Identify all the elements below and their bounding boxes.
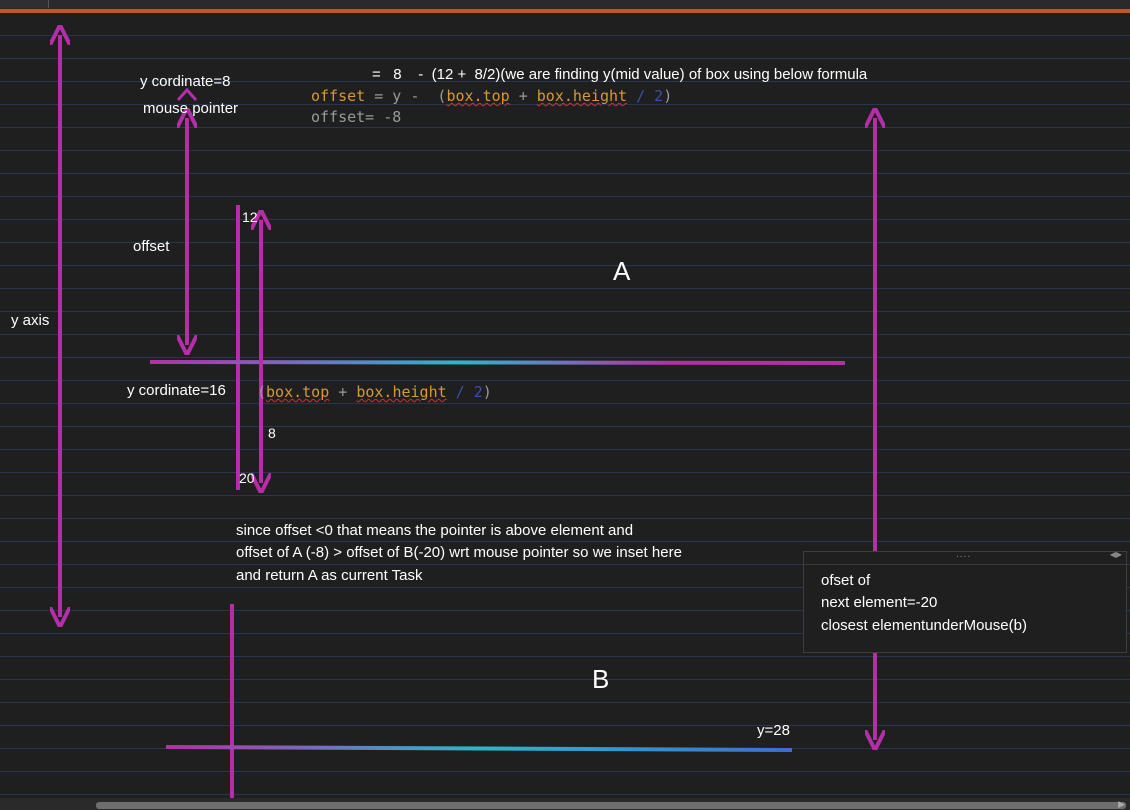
explanation-line-1: since offset <0 that means the pointer i… [236,522,634,539]
box-a-top-value: 12 [242,209,258,225]
note-panel-line-2: next element=-20 [821,594,938,611]
box-a-midline [149,360,846,365]
mouse-pointer-caret [176,87,198,102]
offset-result: offset= -8 [311,108,402,126]
code-offset-word: offset [311,87,366,105]
code-div-2: / 2 [627,87,664,105]
box-a [236,203,753,492]
box-b-line [165,745,793,752]
scrollbar-thumb[interactable] [96,802,1126,809]
y28-label: y=28 [757,722,790,739]
note-panel-line-1: ofset of [821,572,871,589]
box-a-height-value: 8 [268,425,276,441]
title-bar [0,0,1130,13]
title-accent-line [0,9,1130,13]
code-eq-y: = y - [365,87,429,105]
explanation-line-3: and return A as current Task [236,567,423,584]
explanation-line-2: offset of A (-8) > offset of B(-20) wrt … [236,544,682,561]
mid-plus: + [329,383,357,401]
y-coordinate-mid-label: y cordinate=16 [127,382,226,399]
box-b-label: B [592,664,610,694]
box-b [230,602,746,798]
y-axis-label: y axis [11,312,50,329]
code-plus: + [509,87,537,105]
mid-box-top: box.top [266,383,330,401]
offset-formula-code: offset = y - (box.top + box.height / 2) [311,87,672,105]
mid-open-paren: ( [257,383,267,401]
formula-equation-prefix: = 8 - (12 + 8/2) [372,66,501,83]
y-coordinate-mouse-label: y cordinate=8 [140,73,231,90]
mid-formula-code: (box.top + box.height / 2) [257,383,492,401]
drag-handle-icon[interactable]: .... [956,549,972,560]
mid-div-2: / 2 [446,383,483,401]
code-open-paren: ( [428,87,447,105]
horizontal-scrollbar[interactable]: ▶ [0,798,1130,810]
offset-label: offset [133,238,170,255]
code-box-height: box.height [536,87,628,105]
code-close-paren: ) [663,87,673,105]
code-box-top: box.top [446,87,510,105]
box-a-bottom-value: 20 [239,470,255,486]
box-a-label: A [613,256,631,286]
scroll-right-icon[interactable]: ▶ [1118,799,1125,809]
note-panel-handle[interactable]: .... ◀▶ [804,549,1126,565]
mid-close-paren: ) [482,383,492,401]
mid-box-height: box.height [356,383,447,401]
formula-equation-note: (we are finding y(mid value) of box usin… [500,66,868,83]
note-panel-line-3: closest elementunderMouse(b) [821,617,1027,634]
tab-stub[interactable] [0,0,49,8]
mouse-pointer-label: mouse pointer [143,100,239,117]
formula-equation: = 8 - (12 + 8/2)(we are finding y(mid va… [372,66,867,83]
note-panel[interactable]: .... ◀▶ ofset of next element=-20 closes… [803,549,1127,653]
panel-arrows-icon[interactable]: ◀▶ [1109,550,1122,559]
